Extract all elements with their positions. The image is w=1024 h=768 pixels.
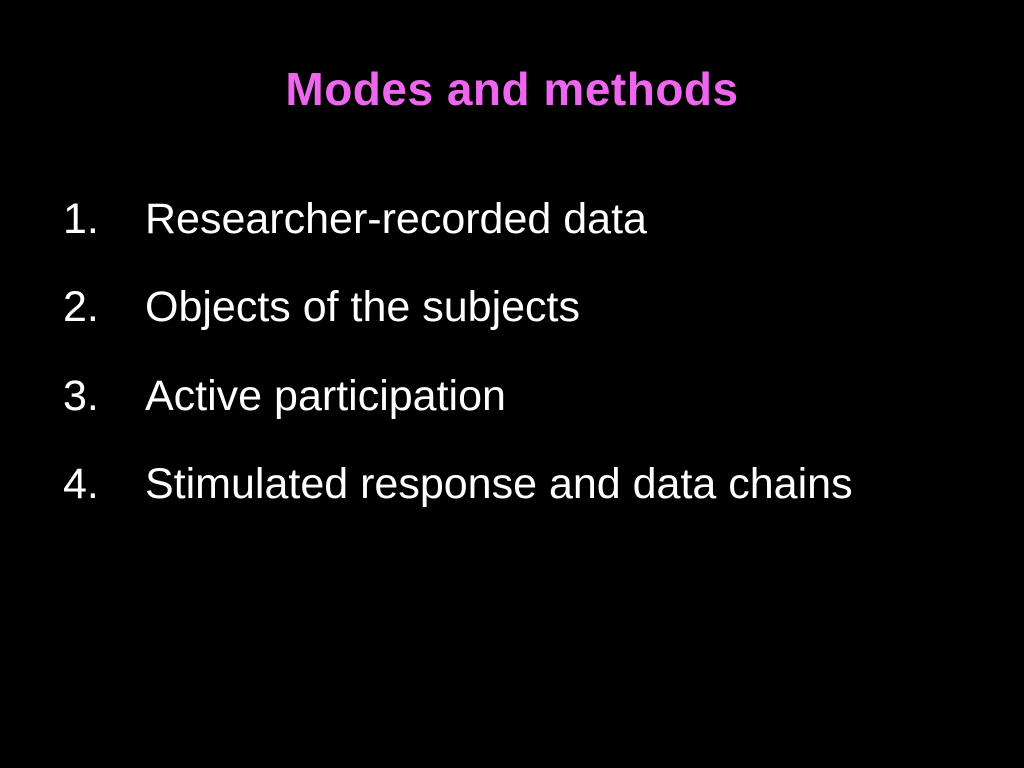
list-item-number: 3.: [63, 371, 99, 420]
slide-title: Modes and methods: [285, 63, 739, 115]
list-item-label: Active participation: [145, 371, 506, 420]
list-item: 3. Active participation: [63, 365, 943, 427]
list-item: 4. Stimulated response and data chains: [63, 453, 943, 515]
modes-methods-list: 1. Researcher-recorded data 2. Objects o…: [63, 188, 943, 541]
list-item-number: 4.: [63, 460, 99, 509]
list-item-label: Objects of the subjects: [145, 283, 580, 332]
list-item-number: 2.: [63, 283, 99, 332]
list-item-label: Stimulated response and data chains: [145, 460, 853, 509]
list-item: 1. Researcher-recorded data: [63, 188, 943, 250]
list-item-number: 1.: [63, 195, 99, 243]
list-item: 2. Objects of the subjects: [63, 276, 943, 338]
list-item-label: Researcher-recorded data: [145, 195, 647, 243]
